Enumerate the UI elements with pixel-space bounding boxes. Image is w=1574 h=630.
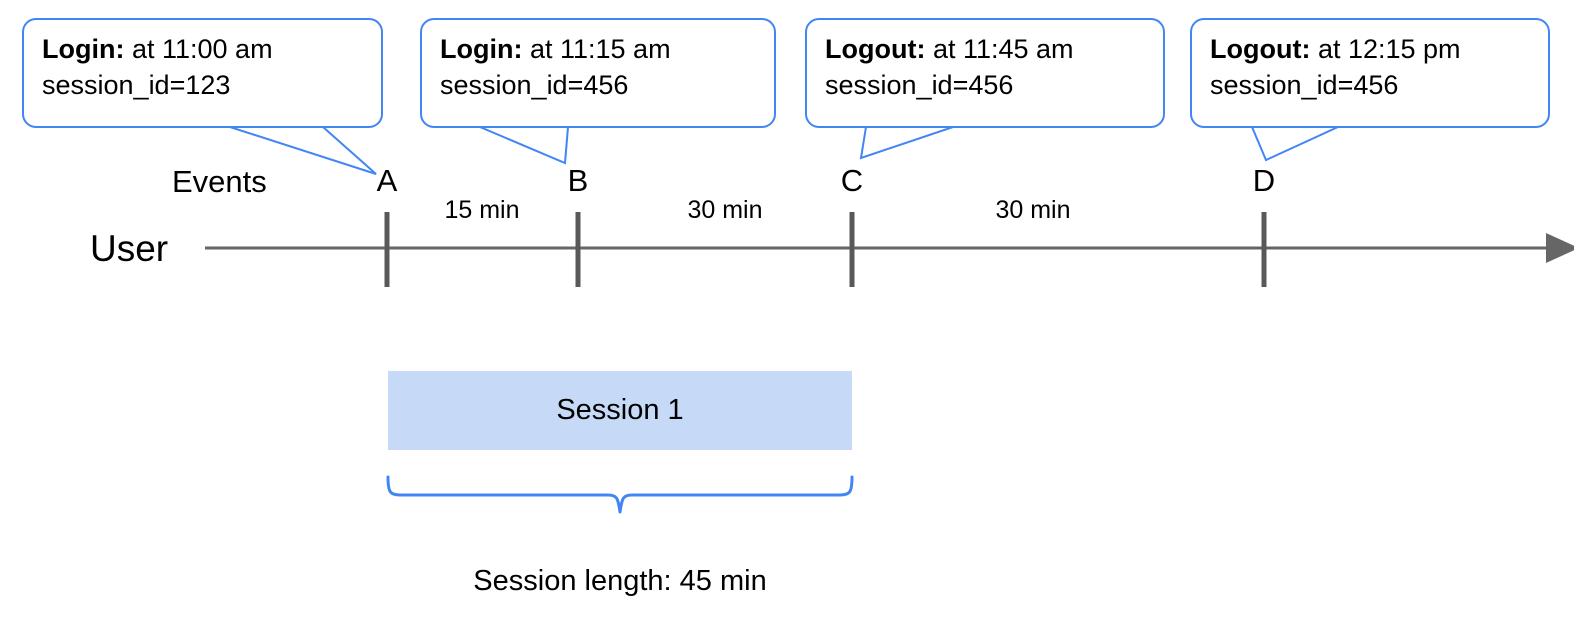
session-length-caption: Session length: 45 min [473,565,767,597]
callout-b-line1: Login: at 11:15 am [440,32,758,68]
callout-a-session: session_id=123 [42,69,231,100]
callout-event-b: Login: at 11:15 am session_id=456 [420,18,776,128]
callout-c-tail [859,124,954,160]
tick-label-d: D [1252,163,1276,198]
callout-a-line1: Login: at 11:00 am [42,32,365,68]
callout-event-a: Login: at 11:00 am session_id=123 [22,18,383,128]
gap-label-a-b: 15 min [444,196,520,224]
callout-c-event: Logout: [825,34,926,64]
row-label-user: User [90,228,169,269]
callout-a-event: Login: [42,34,125,64]
callout-a-time: at 11:00 am [124,34,273,64]
callout-d-time: at 12:15 pm [1310,34,1461,64]
tick-label-c: C [840,163,864,198]
session-bar-label: Session 1 [556,394,684,426]
callout-d-line1: Logout: at 12:15 pm [1210,32,1532,68]
callout-d-tail [1251,124,1339,162]
tick-label-a: A [376,163,398,198]
callout-c-line1: Logout: at 11:45 am [825,32,1147,68]
session-bar: Session 1 [388,371,852,450]
tick-label-b: B [567,163,589,198]
gap-label-b-c: 30 min [687,196,763,224]
callout-b-tail [479,124,569,165]
session-span-brace [386,475,854,514]
callout-b-session: session_id=456 [440,69,629,100]
callout-event-c: Logout: at 11:45 am session_id=456 [805,18,1165,128]
callout-d-event: Logout: [1210,34,1311,64]
callout-c-session: session_id=456 [825,69,1014,100]
callout-b-time: at 11:15 am [522,34,671,64]
callout-c-time: at 11:45 am [925,34,1074,64]
row-label-events: Events [172,164,267,199]
callout-event-d: Logout: at 12:15 pm session_id=456 [1190,18,1550,128]
callout-d-session: session_id=456 [1210,69,1399,100]
callout-b-event: Login: [440,34,523,64]
gap-label-c-d: 30 min [995,196,1071,224]
